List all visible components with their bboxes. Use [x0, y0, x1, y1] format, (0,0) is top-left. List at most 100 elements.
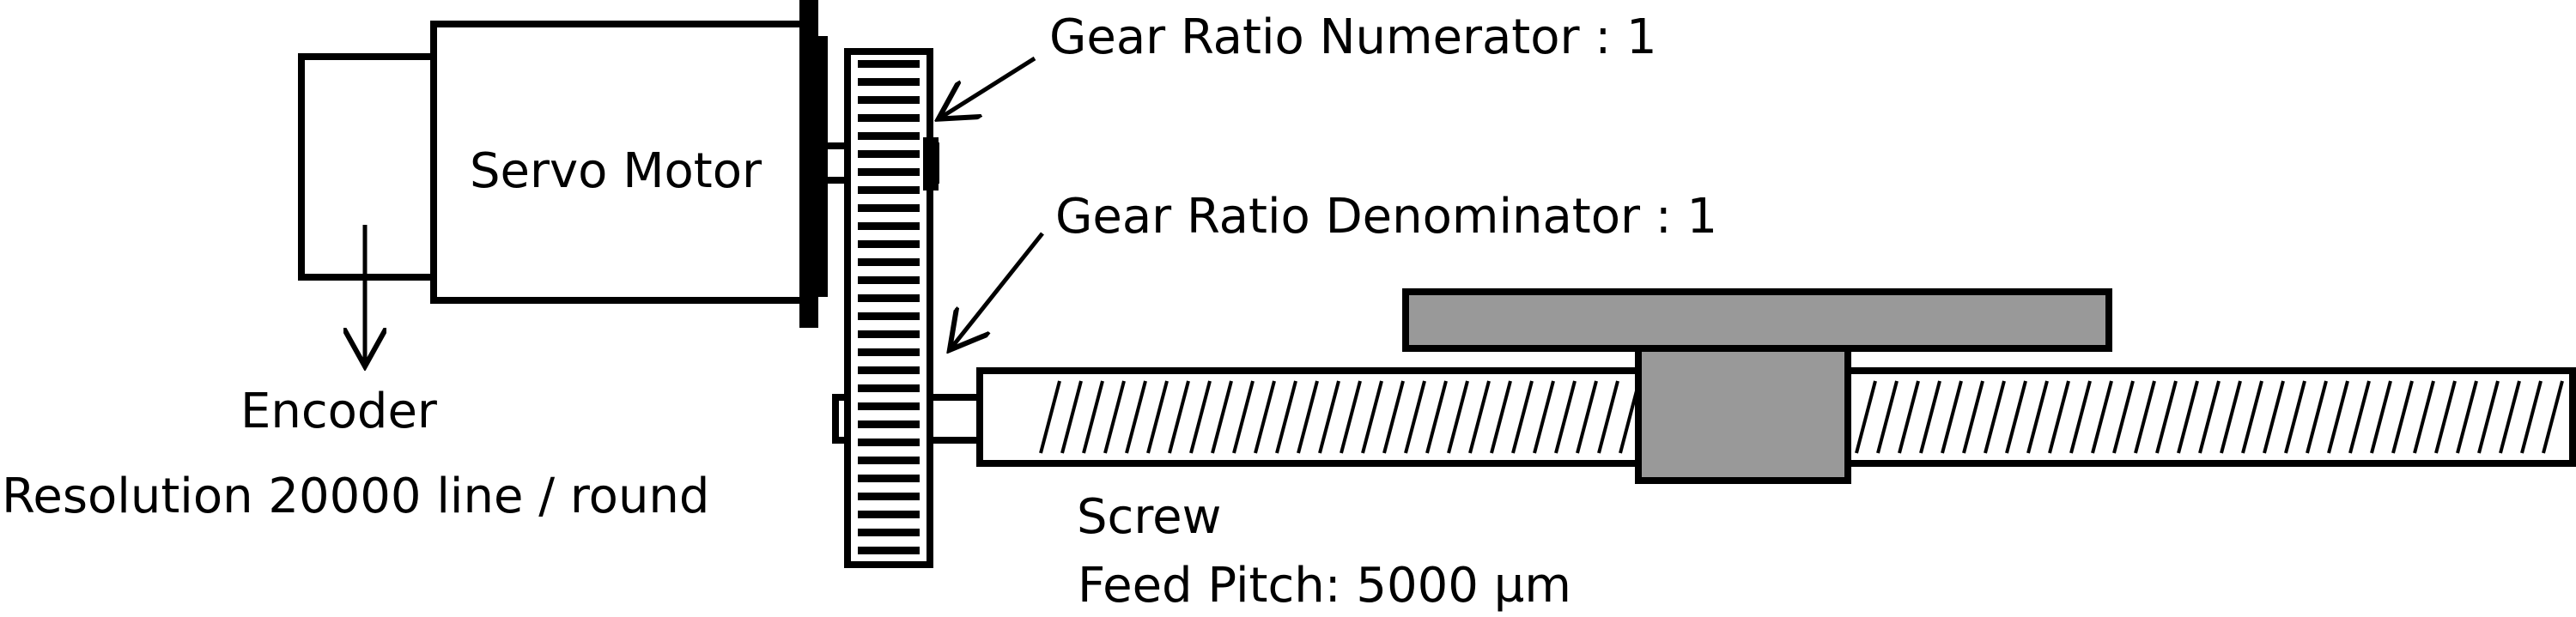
screw-thread — [2198, 380, 2221, 454]
table-plate — [1402, 288, 2112, 352]
gear-tooth — [858, 78, 920, 86]
screw-thread — [2499, 380, 2521, 454]
motor-hub — [923, 137, 939, 191]
screw-thread — [2413, 380, 2435, 454]
screw-thread — [2348, 380, 2371, 454]
screw-thread — [1382, 380, 1405, 454]
gear-tooth — [858, 96, 920, 104]
denominator-arrow — [952, 232, 1044, 347]
gear-tooth — [858, 240, 920, 248]
gear-tooth — [858, 529, 920, 536]
screw-thread — [1318, 380, 1340, 454]
gear-tooth — [858, 168, 920, 176]
motor-flange — [799, 0, 818, 328]
gear-tooth — [858, 366, 920, 374]
screw-thread — [2112, 380, 2135, 454]
screw-thread — [1103, 380, 1126, 454]
screw-thread — [2520, 380, 2543, 454]
screw-thread — [2155, 380, 2178, 454]
gear-tooth — [858, 186, 920, 194]
screw-thread — [2391, 380, 2414, 454]
screw-thread — [1597, 380, 1619, 454]
screw-thread — [2456, 380, 2478, 454]
screw-thread — [1511, 380, 1534, 454]
screw-thread — [2477, 380, 2500, 454]
screw-thread — [1984, 380, 2006, 454]
servo-motor-body — [430, 21, 808, 304]
screw-thread — [1125, 380, 1147, 454]
gear-tooth — [858, 330, 920, 338]
screw-thread — [2048, 380, 2070, 454]
gear-ratio-denominator-label: Gear Ratio Denominator : 1 — [1055, 189, 1718, 245]
screw-thread — [2069, 380, 2092, 454]
gear-tooth — [858, 475, 920, 482]
screw-thread — [2370, 380, 2392, 454]
gear-tooth — [858, 204, 920, 212]
screw-thread — [2091, 380, 2113, 454]
gear-tooth — [858, 132, 920, 140]
gear-ratio-numerator-label: Gear Ratio Numerator : 1 — [1049, 9, 1657, 65]
screw-thread — [1919, 380, 1941, 454]
screw-thread — [2005, 380, 2027, 454]
screw-thread — [1404, 380, 1426, 454]
screw-thread — [2220, 380, 2242, 454]
gear — [844, 48, 933, 568]
screw-thread — [1425, 380, 1448, 454]
encoder-label: Encoder — [240, 384, 437, 439]
gear-teeth — [858, 60, 920, 554]
gear-tooth — [858, 420, 920, 428]
screw-thread — [1533, 380, 1555, 454]
screw-thread — [1361, 380, 1383, 454]
gear-tooth — [858, 276, 920, 284]
gear-tooth — [858, 402, 920, 410]
screw-thread — [2241, 380, 2263, 454]
screw-thread — [1189, 380, 1212, 454]
screw-thread — [1554, 380, 1577, 454]
screw-thread — [2263, 380, 2285, 454]
gear-tooth — [858, 312, 920, 320]
screw-thread — [1447, 380, 1469, 454]
screw-thread — [1254, 380, 1276, 454]
screw-thread — [1855, 380, 1877, 454]
gear-tooth — [858, 384, 920, 392]
gear-tooth — [858, 457, 920, 464]
gear-tooth — [858, 439, 920, 446]
gear-tooth — [858, 294, 920, 302]
screw-thread — [1232, 380, 1255, 454]
gear-tooth — [858, 150, 920, 158]
screw-thread — [1060, 380, 1083, 454]
screw-thread — [2134, 380, 2156, 454]
carriage-nut — [1635, 345, 1851, 484]
screw-thread — [1275, 380, 1297, 454]
gear-tooth — [858, 493, 920, 500]
gear-tooth — [858, 114, 920, 122]
screw-thread — [2284, 380, 2306, 454]
gear-tooth — [858, 258, 920, 266]
screw-thread — [1576, 380, 1598, 454]
screw-thread — [1146, 380, 1169, 454]
screw-thread — [2177, 380, 2199, 454]
screw-thread — [1468, 380, 1491, 454]
screw-thread — [2306, 380, 2328, 454]
gear-tooth — [858, 511, 920, 518]
screw-thread — [1211, 380, 1233, 454]
screw-thread — [1039, 380, 1061, 454]
gear-tooth — [858, 60, 920, 68]
encoder-resolution-label: Resolution 20000 line / round — [2, 469, 710, 524]
screw-thread — [1962, 380, 1984, 454]
screw-thread — [1490, 380, 1512, 454]
servo-motor-label: Servo Motor — [470, 143, 762, 199]
gear-tooth — [858, 222, 920, 230]
numerator-arrow — [942, 56, 1036, 117]
screw-thread — [2026, 380, 2049, 454]
screw-thread — [1168, 380, 1190, 454]
screw-thread — [2542, 380, 2564, 454]
screw-thread — [1297, 380, 1319, 454]
screw-thread — [2434, 380, 2457, 454]
feed-pitch-label: Feed Pitch: 5000 µm — [1078, 558, 1571, 614]
gear-tooth — [858, 547, 920, 554]
gear-tooth — [858, 348, 920, 356]
screw-thread — [1941, 380, 1963, 454]
screw-thread — [2327, 380, 2349, 454]
